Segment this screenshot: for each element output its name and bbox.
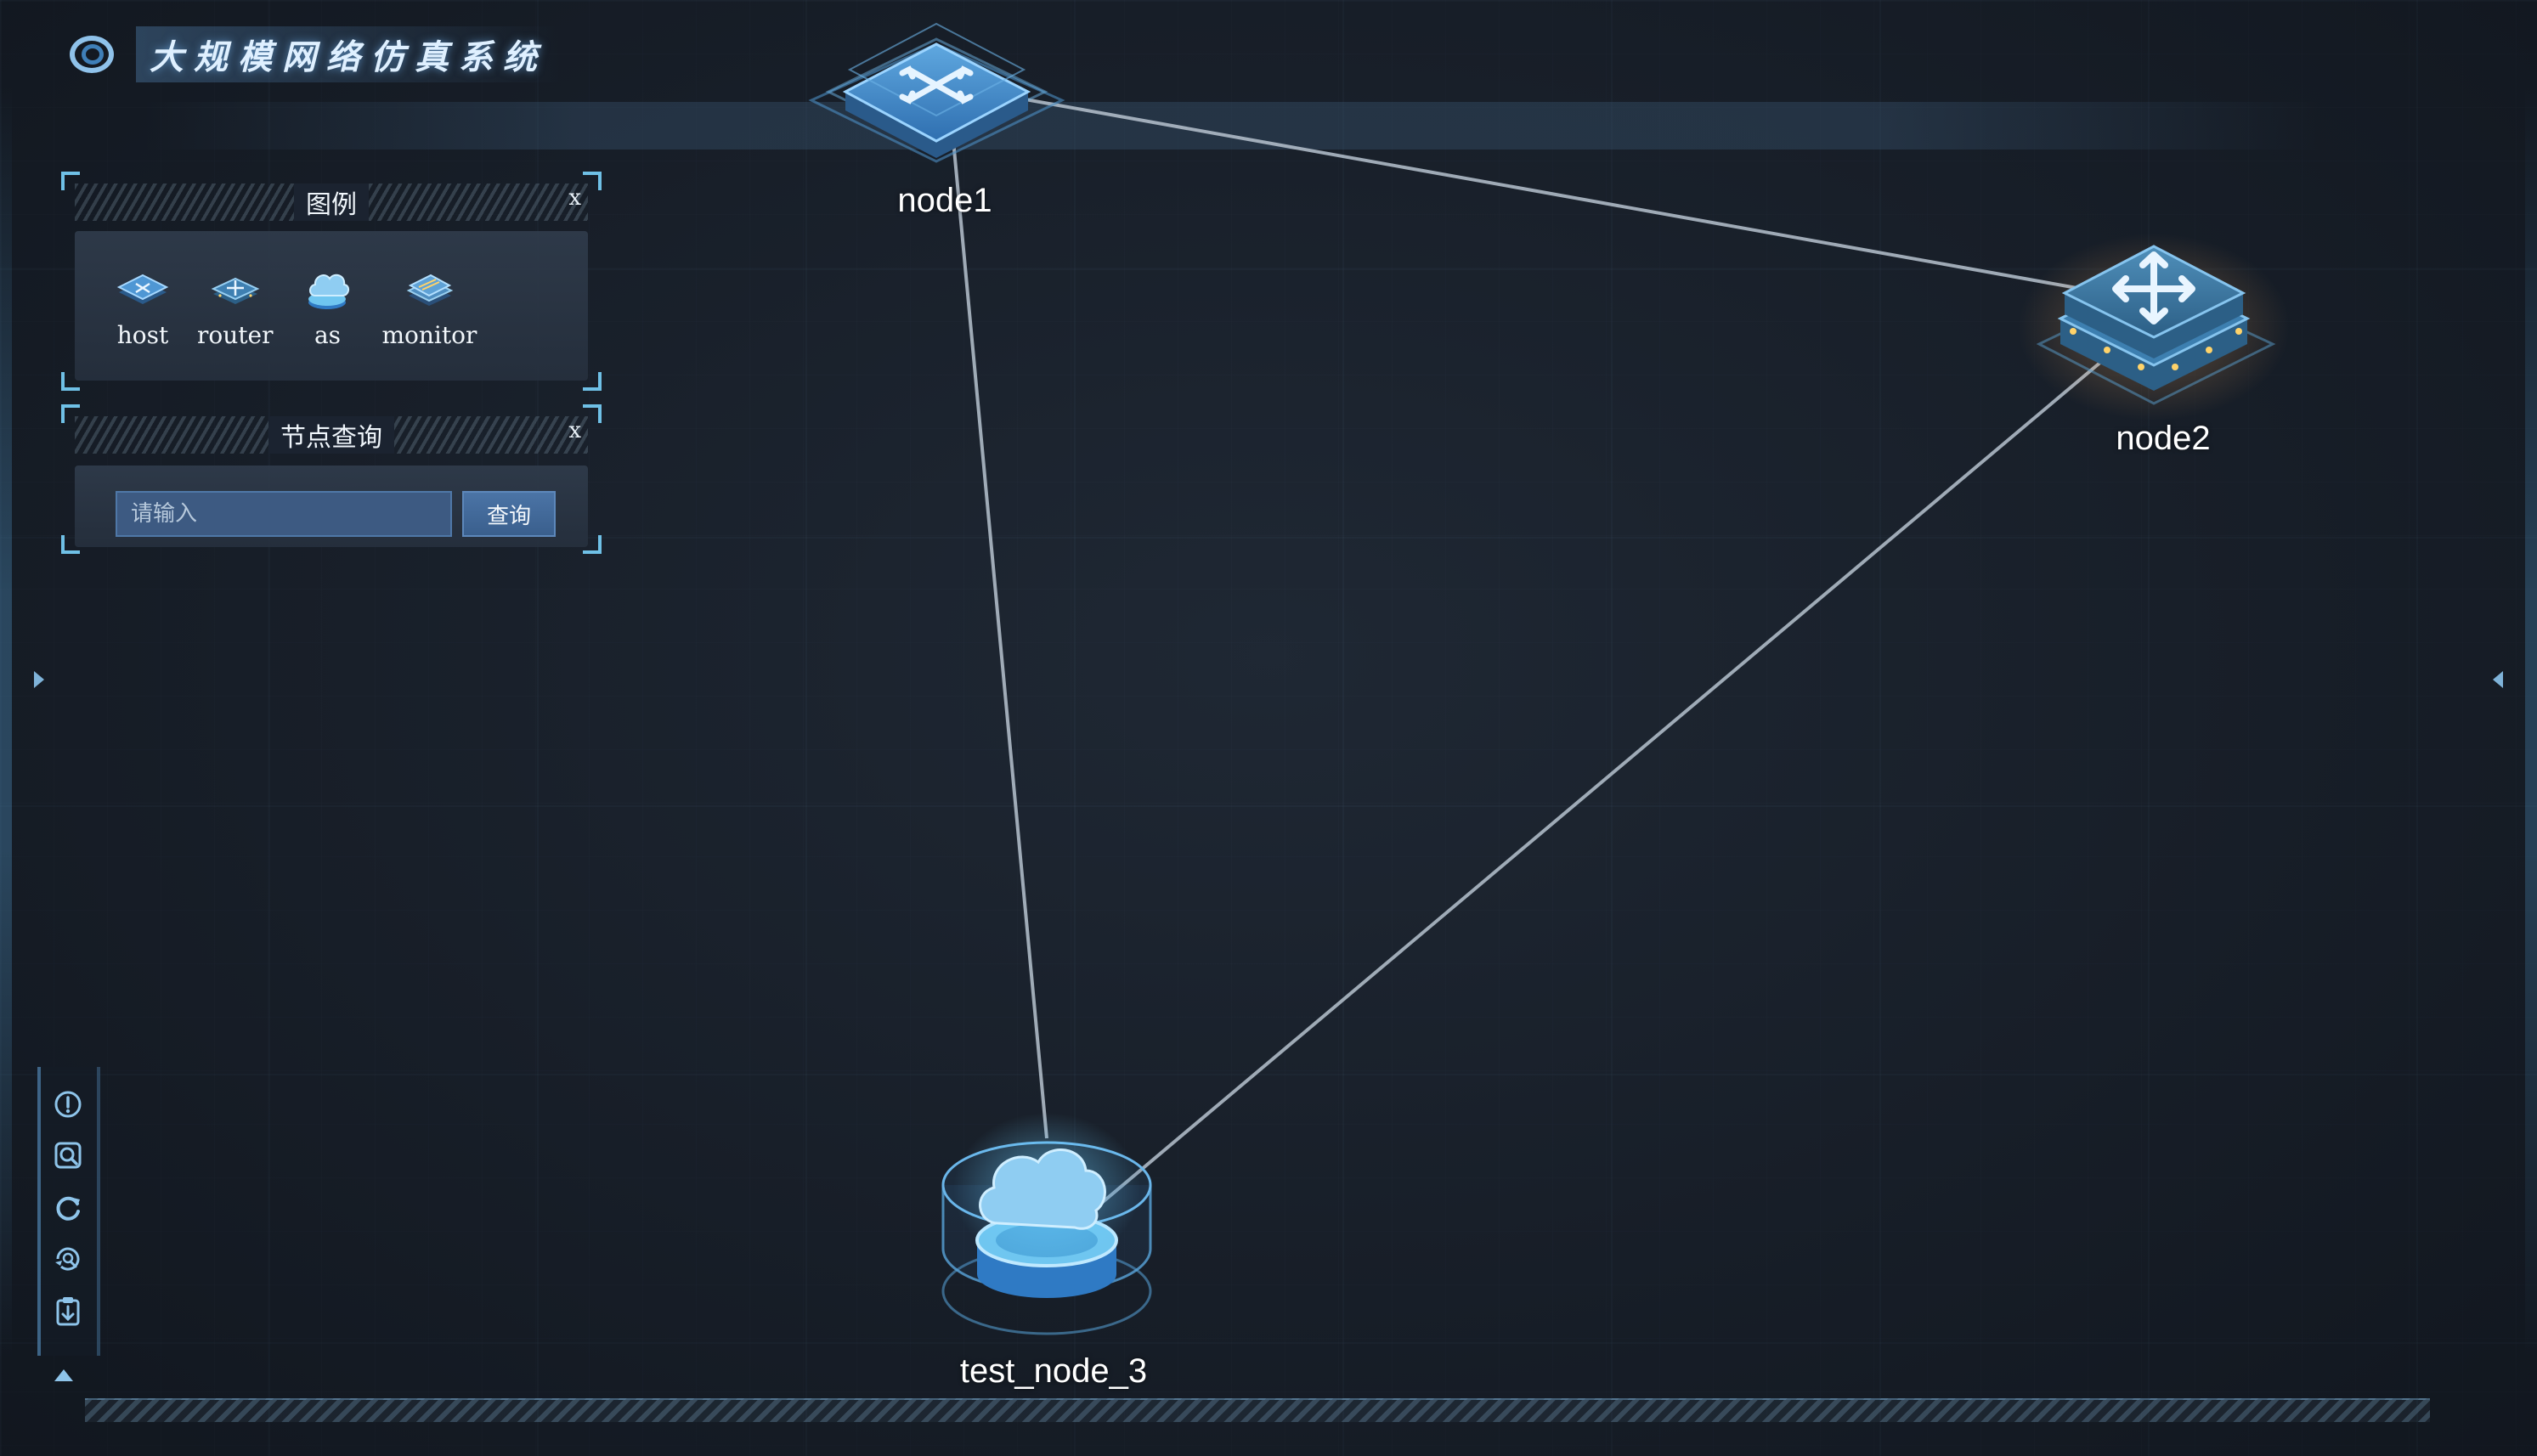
legend-panel-body: host router as — [75, 231, 588, 381]
link-node2-test-node-3[interactable] — [1096, 355, 2109, 1208]
link-node1-test-node-3[interactable] — [952, 139, 1048, 1139]
left-edge-glow — [0, 85, 12, 1359]
node-search-close-button[interactable]: x — [568, 418, 581, 443]
info-icon[interactable] — [49, 1086, 87, 1123]
legend-item-label: router — [197, 321, 274, 349]
expand-left-arrow-icon[interactable] — [34, 671, 44, 688]
history-search-icon[interactable] — [49, 1240, 87, 1278]
cloud-icon — [979, 1148, 1106, 1230]
link-node1-node2[interactable] — [944, 83, 2082, 291]
node-label-test-node-3: test_node_3 — [959, 1352, 1148, 1390]
router-arrows-icon — [2112, 251, 2195, 324]
switch-arrows-icon — [899, 65, 974, 104]
node-label-node1: node1 — [897, 182, 992, 219]
legend-item-label: as — [314, 321, 342, 349]
node-search-panel: 节点查询 x 查询 — [61, 404, 602, 554]
router-icon — [211, 277, 260, 304]
cloud-icon — [308, 274, 350, 309]
legend-item-router[interactable]: router — [197, 262, 273, 349]
app-header: 大规模网络仿真系统 — [68, 24, 561, 85]
legend-panel-title: 图例 — [294, 183, 369, 221]
legend-item-host[interactable]: host — [116, 262, 170, 349]
node-node2[interactable] — [2018, 234, 2290, 420]
legend-close-button[interactable]: x — [568, 185, 581, 211]
node-search-panel-header: 节点查询 x — [75, 416, 588, 454]
node-search-panel-body: 查询 — [75, 466, 588, 547]
graph-toolbar — [37, 1067, 100, 1356]
monitor-icon — [407, 274, 454, 306]
bottom-decorative-band — [85, 1398, 2430, 1422]
node-search-input[interactable] — [116, 491, 452, 537]
legend-item-label: host — [116, 321, 169, 349]
host-icon — [116, 274, 169, 304]
node-test-node-3[interactable] — [941, 1113, 1152, 1335]
legend-panel-header: 图例 x — [75, 183, 588, 221]
app-title: 大规模网络仿真系统 — [136, 26, 561, 82]
legend-item-monitor[interactable]: monitor — [381, 262, 477, 349]
top-decorative-band — [144, 102, 2319, 150]
download-clipboard-icon[interactable] — [49, 1293, 87, 1330]
zoom-search-icon[interactable] — [49, 1137, 87, 1174]
node-search-button[interactable]: 查询 — [462, 491, 556, 537]
app-logo-icon — [68, 29, 119, 80]
refresh-icon[interactable] — [49, 1189, 87, 1227]
legend-item-as[interactable]: as — [300, 262, 354, 349]
node-node1[interactable] — [808, 22, 1065, 163]
collapse-up-icon[interactable] — [54, 1369, 73, 1381]
expand-right-arrow-icon[interactable] — [2493, 671, 2503, 688]
legend-item-label: monitor — [381, 321, 477, 349]
right-edge-glow — [2525, 85, 2537, 1359]
legend-panel: 图例 x host router — [61, 172, 602, 391]
node-label-node2: node2 — [2116, 420, 2211, 457]
node-search-panel-title: 节点查询 — [268, 416, 394, 454]
